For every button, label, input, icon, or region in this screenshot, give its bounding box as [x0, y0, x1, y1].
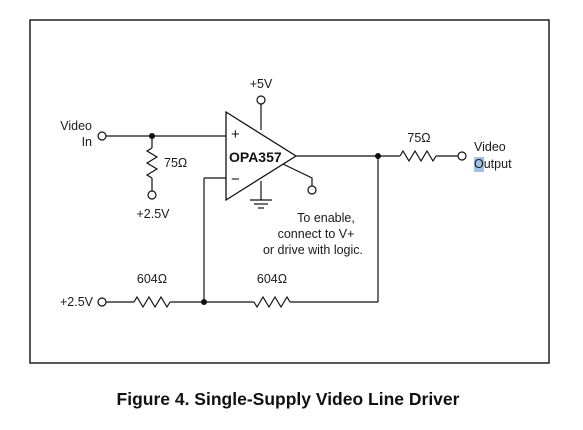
video-out-label-line2: Output — [474, 157, 512, 171]
figure-caption: Figure 4. Single-Supply Video Line Drive… — [117, 389, 460, 409]
enable-note-line1: To enable, — [297, 211, 355, 225]
input-bias-label: +2.5V — [136, 207, 170, 221]
gain-bias-terminal — [97, 297, 107, 307]
video-out-label-rest: utput — [484, 157, 512, 171]
supply-label: +5V — [250, 77, 273, 91]
text-selection-highlight — [474, 157, 484, 172]
enable-note-line3: or drive with logic. — [263, 243, 363, 257]
diagram-frame — [29, 19, 550, 364]
video-in-terminal — [97, 131, 107, 141]
non-inverting-sign: + — [231, 126, 240, 143]
gain-resistor-label: 604Ω — [137, 272, 167, 286]
gain-bias-label: +2.5V — [60, 295, 94, 309]
video-out-terminal — [457, 151, 467, 161]
enable-terminal — [307, 185, 317, 195]
video-out-label-line1: Video — [474, 140, 506, 154]
inverting-sign: − — [231, 171, 240, 188]
input-bias-terminal — [147, 190, 157, 200]
video-in-label-line2: In — [82, 135, 92, 149]
enable-wire — [282, 163, 313, 186]
output-resistor — [399, 149, 437, 163]
output-resistor-label: 75Ω — [407, 131, 430, 145]
video-out-label-first-letter: O — [474, 157, 484, 171]
video-in-label-line1: Video — [60, 119, 92, 133]
supply-terminal — [256, 95, 266, 105]
gain-resistor — [133, 295, 171, 309]
feedback-resistor-label: 604Ω — [257, 272, 287, 286]
amplifier-label: OPA357 — [229, 149, 282, 165]
termination-resistor — [145, 147, 159, 179]
enable-note-line2: connect to V+ — [278, 227, 355, 241]
feedback-resistor — [253, 295, 291, 309]
opa357-amplifier — [225, 110, 298, 202]
termination-resistor-label: 75Ω — [164, 156, 187, 170]
